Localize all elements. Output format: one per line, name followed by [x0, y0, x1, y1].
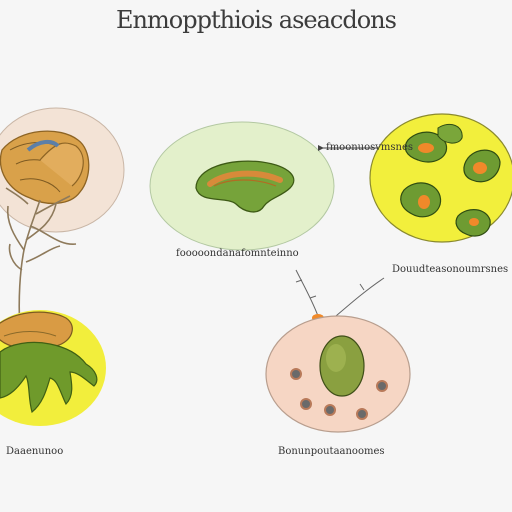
plant-stem	[5, 187, 77, 331]
panel-middle-top	[149, 121, 335, 251]
label-top-pointer: fmoonuosvmsnes	[326, 142, 414, 153]
label-right-panel: Douudteasonoumrsnes	[392, 264, 509, 275]
pointer-top	[318, 145, 386, 151]
label-bottom-right-panel: Bonunpoutaanoomes	[278, 446, 385, 457]
label-bottom-left-panel: Daaenunoo	[6, 446, 64, 457]
diagram-title: Enmoppthiois aseacdons	[116, 6, 397, 34]
panel-right	[369, 113, 512, 243]
panel-bottom-left	[0, 310, 106, 426]
panel-top-left	[0, 107, 125, 233]
connector-lines	[295, 269, 385, 317]
label-middle-left-panel: fooooondanafomnteinno	[176, 248, 299, 259]
panel-bottom-right	[265, 315, 411, 433]
